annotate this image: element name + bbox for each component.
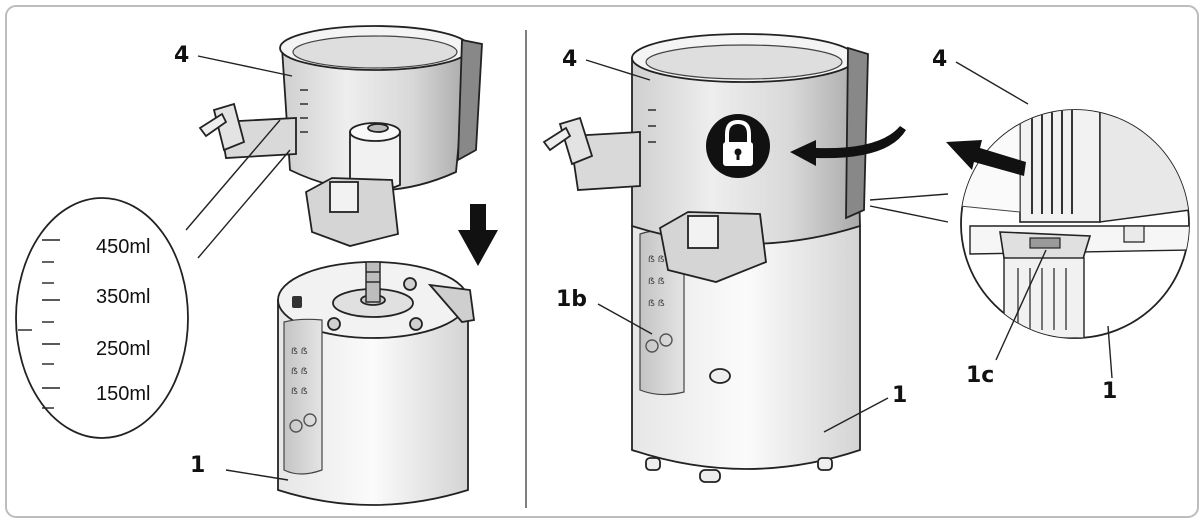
left-juicer-bowl	[185, 25, 483, 259]
svg-text:ẞ ẞ: ẞ ẞ	[648, 299, 665, 309]
leader-detail-base	[1107, 325, 1113, 379]
leader-left-bowl	[197, 55, 293, 77]
left-base-unit: ẞ ẞ ẞ ẞ ẞ ẞ	[277, 261, 476, 506]
callout-left-bowl: 4	[174, 43, 189, 68]
zoom-line-top	[869, 193, 949, 201]
svg-text:ẞ ẞ: ẞ ẞ	[648, 277, 665, 287]
leader-right-base	[823, 397, 889, 433]
rotate-arrow-icon	[790, 126, 906, 166]
svg-text:ẞ ẞ: ẞ ẞ	[291, 347, 308, 357]
scale-mark-350: 350ml	[96, 286, 150, 308]
callout-detail-base: 1	[1102, 379, 1117, 404]
scale-mark-250: 250ml	[96, 338, 150, 360]
callout-left-base: 1	[190, 453, 205, 478]
callout-right-base: 1	[892, 383, 907, 408]
leader-right-bowl	[585, 59, 651, 81]
callout-detail-bowl: 4	[932, 47, 947, 72]
down-arrow-icon	[458, 204, 498, 266]
leader-detail-bowl	[955, 61, 1029, 105]
left-arrow-icon	[946, 140, 1026, 176]
measurement-scale-zoom: 450ml 350ml 250ml 150ml	[15, 197, 189, 439]
svg-text:ẞ ẞ: ẞ ẞ	[291, 387, 308, 397]
callout-right-button: 1b	[556, 287, 587, 312]
padlock-icon	[706, 114, 770, 178]
scale-mark-450: 450ml	[96, 236, 150, 258]
svg-text:ẞ ẞ: ẞ ẞ	[648, 255, 665, 265]
leader-detail-latch	[995, 249, 1047, 361]
zoom-line-bottom	[869, 205, 949, 223]
right-panel: ẞ ẞ ẞ ẞ ẞ ẞ	[542, 33, 949, 483]
scale-mark-150: 150ml	[96, 383, 150, 405]
callout-right-bowl: 4	[562, 47, 577, 72]
leader-left-base	[225, 469, 289, 481]
svg-text:ẞ ẞ: ẞ ẞ	[291, 367, 308, 377]
leader-right-button	[597, 303, 653, 335]
left-panel: ẞ ẞ ẞ ẞ ẞ ẞ	[15, 25, 498, 506]
callout-detail-latch: 1c	[966, 363, 994, 388]
